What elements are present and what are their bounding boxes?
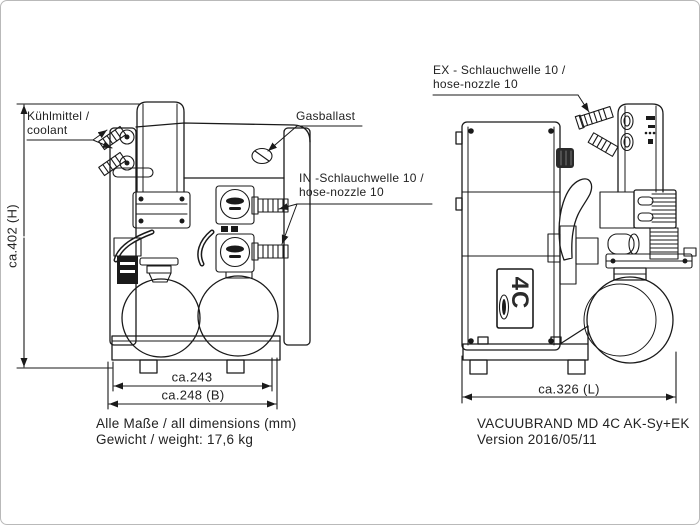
gas-ballast-valve (251, 147, 273, 165)
pump-tower-side (617, 103, 664, 193)
pump-side-housing (455, 121, 561, 351)
vacuum-flask-side (583, 267, 674, 364)
base-width-dimension-label: ca.248 (B) (161, 387, 225, 403)
inlet-nozzle-label: IN -Schlauchwelle 10 / hose-nozzle 10 (299, 171, 424, 199)
length-dimension (461, 351, 677, 404)
coolant-ports (98, 125, 154, 178)
exhaust-hose-nozzles (574, 105, 656, 157)
side-view-drawing (432, 94, 697, 404)
vacuum-flasks-front (121, 275, 279, 358)
inlet-hose-nozzles (251, 196, 289, 261)
coolant-label: Kühlmittel / coolant (27, 109, 90, 137)
plate-4c-marking: 4C (506, 276, 533, 310)
front-view-drawing (16, 101, 433, 410)
width-dimensions (107, 357, 278, 410)
height-dimension (16, 103, 141, 369)
flask-clamp (139, 257, 179, 283)
pump-front-body (109, 101, 311, 346)
exhaust-leader-line (432, 94, 590, 113)
height-dimension-label: ca.402 (H) (4, 204, 20, 268)
motor-assembly (547, 189, 697, 285)
base-plate-side (462, 325, 589, 375)
inlet-valve-blocks (215, 185, 255, 279)
power-switch-box (113, 237, 142, 284)
exhaust-nozzle-label: EX - Schlauchwelle 10 / hose-nozzle 10 (433, 63, 566, 91)
model-version-note: VACUUBRAND MD 4C AK-Sy+EK Version 2016/0… (477, 416, 690, 448)
pump-head-flange (132, 191, 191, 229)
width-dimension-label: ca.243 (171, 369, 213, 385)
carrying-handle (558, 178, 593, 261)
gasballast-label: Gasballast (296, 109, 356, 123)
base-plate-front (111, 335, 281, 374)
model-plate-4c (496, 268, 534, 329)
front-leader-lines (26, 125, 433, 245)
dimensions-weight-note: Alle Maße / all dimensions (mm) Gewicht … (96, 416, 297, 448)
adjustment-knob (556, 148, 574, 168)
length-dimension-label: ca.326 (L) (538, 381, 600, 397)
